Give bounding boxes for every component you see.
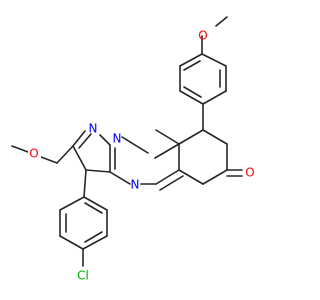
nitrogen-label-2: N <box>89 122 98 136</box>
nitrogen-label-3: N <box>131 178 140 192</box>
nitrogen-label-1: N <box>113 132 122 146</box>
bond <box>179 90 204 105</box>
bond <box>84 202 103 214</box>
bond <box>59 196 85 211</box>
bond <box>83 196 108 211</box>
bond <box>78 133 92 149</box>
bond <box>72 145 87 171</box>
molecule-diagram: O O O N N N Cl <box>11 8 255 283</box>
bond <box>202 90 227 105</box>
bond <box>109 171 131 185</box>
bond <box>56 145 74 164</box>
bond <box>215 16 228 27</box>
bond <box>202 129 228 145</box>
bond <box>154 143 180 159</box>
bond <box>121 136 149 154</box>
label-bg <box>228 8 242 22</box>
oxygen-label-side: O <box>29 147 38 161</box>
bond <box>183 86 202 98</box>
structure-svg: O O O N N N Cl <box>11 8 255 283</box>
bond <box>155 129 180 145</box>
bond <box>179 53 203 67</box>
bond <box>159 175 184 191</box>
bond <box>178 169 204 185</box>
bond <box>99 134 111 146</box>
bond <box>59 235 84 250</box>
bond <box>201 53 227 67</box>
bond <box>84 231 103 243</box>
label-bg <box>28 147 41 161</box>
atom-labels: O O O N N N Cl <box>28 8 255 283</box>
bond <box>183 60 201 71</box>
bond <box>40 156 58 164</box>
bond <box>82 235 108 250</box>
bond <box>11 145 29 153</box>
bond <box>85 169 111 173</box>
bond <box>178 129 204 145</box>
bond <box>83 169 87 198</box>
bonds <box>11 16 243 267</box>
chlorine-label: Cl <box>77 269 89 283</box>
bond <box>72 130 86 147</box>
bond <box>202 169 228 185</box>
bond <box>155 169 180 185</box>
oxygen-label-ketone: O <box>245 166 254 180</box>
oxygen-label-top: O <box>198 29 207 43</box>
